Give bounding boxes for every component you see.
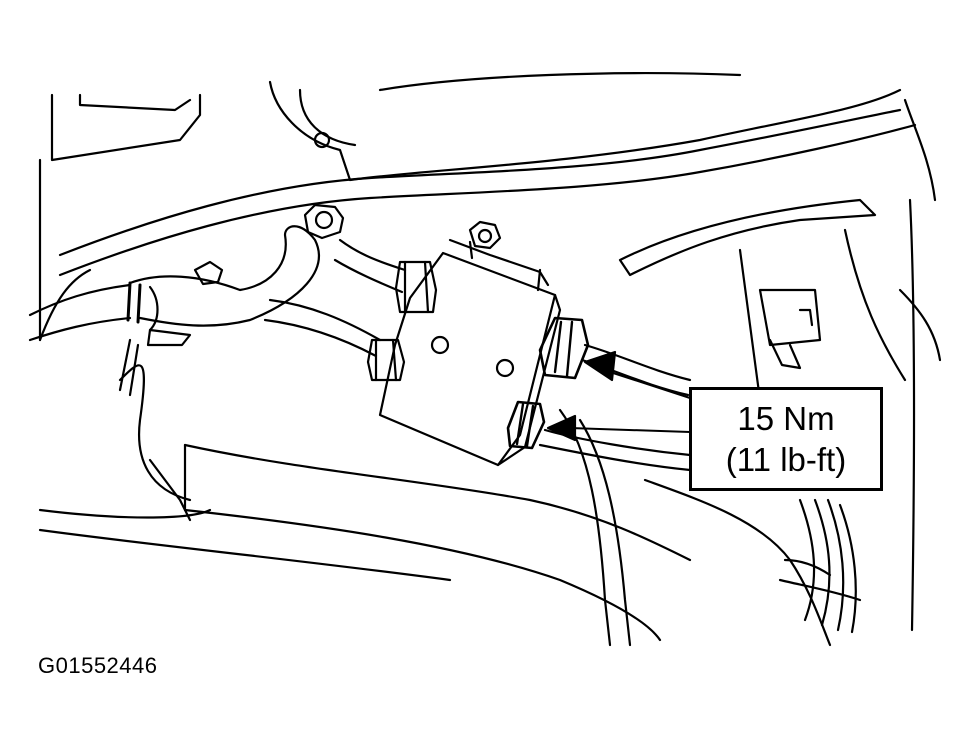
lower-body-panel — [38, 198, 916, 647]
upper-body-panel — [50, 72, 917, 277]
line-fitting-nuts-left — [366, 260, 438, 382]
line-fittings-right — [506, 316, 692, 472]
torque-callout-box: 15 Nm (11 lb-ft) — [689, 387, 883, 491]
wiring-harness — [778, 498, 862, 634]
bypass-valve-block — [378, 238, 562, 467]
figure-id-label: G01552446 — [38, 653, 158, 678]
cooler-lines-left — [263, 238, 407, 358]
torque-imperial-label: (11 lb-ft) — [725, 441, 847, 478]
mounting-bolts — [193, 203, 502, 286]
pointer-arrows — [546, 350, 691, 442]
right-bracket — [618, 98, 942, 432]
torque-metric-label: 15 Nm — [737, 400, 835, 437]
coolant-hose — [28, 225, 320, 397]
